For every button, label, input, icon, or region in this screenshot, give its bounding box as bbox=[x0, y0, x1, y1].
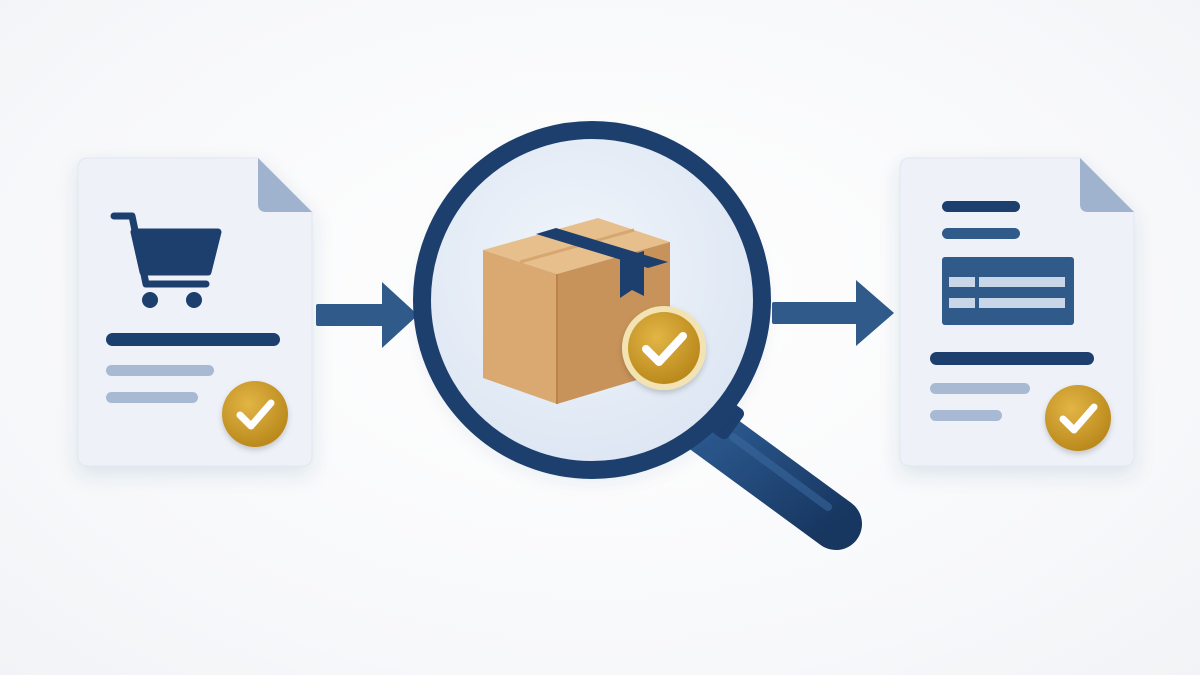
check-badge-icon bbox=[622, 306, 706, 390]
order-document bbox=[77, 157, 313, 467]
check-badge-icon bbox=[1045, 385, 1111, 451]
record-line-title bbox=[942, 201, 1020, 212]
box-front-face bbox=[483, 250, 557, 404]
form-table-icon bbox=[942, 257, 1074, 325]
order-line-primary bbox=[106, 333, 280, 346]
check-badge-icon bbox=[222, 381, 288, 447]
magnifier-rim bbox=[413, 121, 771, 479]
arrow-right-icon bbox=[316, 282, 418, 348]
record-document bbox=[899, 157, 1135, 467]
record-line-secondary bbox=[930, 383, 1030, 394]
order-document-fold bbox=[258, 158, 312, 212]
package-box-icon bbox=[483, 218, 670, 404]
record-line-tertiary bbox=[930, 410, 1002, 421]
record-document-fold bbox=[1080, 158, 1134, 212]
cart-wheel-right bbox=[186, 292, 202, 308]
arrow-right-icon bbox=[772, 280, 894, 346]
order-line-secondary bbox=[106, 365, 214, 376]
order-line-tertiary bbox=[106, 392, 198, 403]
record-line-primary bbox=[930, 352, 1094, 365]
box-tape-side bbox=[620, 251, 644, 298]
shopping-cart-icon bbox=[110, 212, 222, 288]
record-line-subtitle bbox=[942, 228, 1020, 239]
cart-wheel-left bbox=[142, 292, 158, 308]
